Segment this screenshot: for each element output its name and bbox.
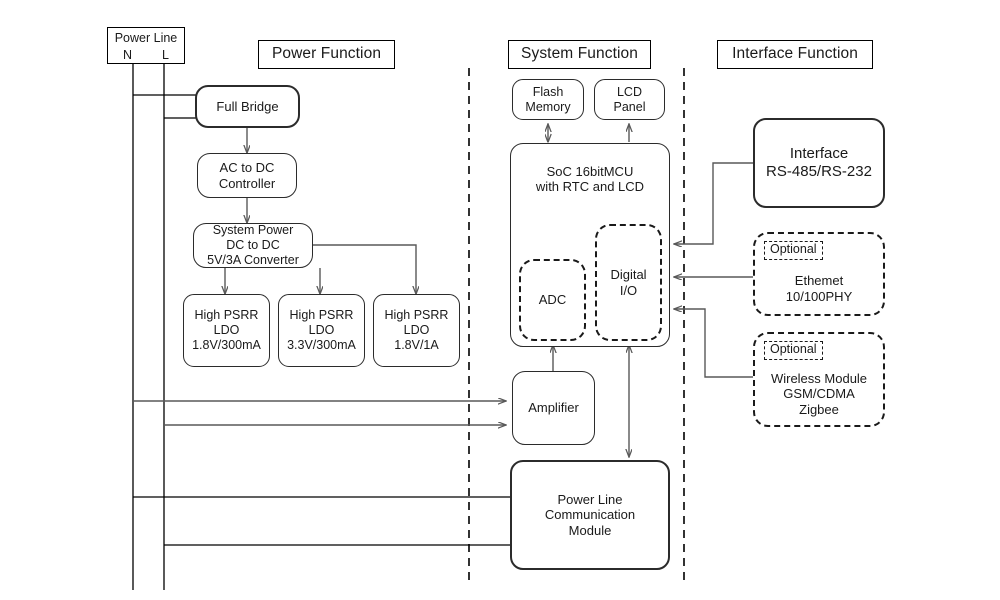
block-digital-io: Digital I/O xyxy=(595,224,662,341)
block-interface-serial-line2: RS-485/RS-232 xyxy=(766,163,872,180)
wireless-optional-tag: Optional xyxy=(764,341,823,360)
section-header-power-function: Power Function xyxy=(258,40,395,69)
block-ldo-3v3-300ma: High PSRR LDO 3.3V/300mA xyxy=(278,294,365,367)
block-interface-ethernet-line1: Ethemet xyxy=(794,273,844,289)
block-interface-wireless-line2: GSM/CDMA xyxy=(783,386,855,402)
section-header-system-function-label: System Function xyxy=(521,45,638,63)
block-ldo-3v3-300ma-line2: LDO xyxy=(308,323,335,338)
block-interface-ethernet: Optional Ethemet 10/100PHY xyxy=(753,232,885,316)
power-line-pin-n: N xyxy=(123,47,133,62)
block-ldo-1v8-300ma-line1: High PSRR xyxy=(194,308,259,323)
block-soc-mcu-line1: SoC 16bitMCU xyxy=(546,164,634,179)
block-flash-memory-line1: Flash xyxy=(532,84,564,99)
block-interface-wireless: Optional Wireless Module GSM/CDMA Zigbee xyxy=(753,332,885,427)
block-full-bridge-label: Full Bridge xyxy=(216,98,279,114)
block-digital-io-line1: Digital xyxy=(610,267,647,283)
block-system-power-converter-line1: System Power xyxy=(212,223,294,238)
block-full-bridge: Full Bridge xyxy=(195,85,300,128)
block-flash-memory-line2: Memory xyxy=(525,99,571,114)
block-plc-line1: Power Line xyxy=(557,492,623,507)
block-adc: ADC xyxy=(519,259,586,341)
section-header-power-function-label: Power Function xyxy=(271,45,382,63)
block-digital-io-line2: I/O xyxy=(619,282,638,298)
block-ldo-1v8-1a: High PSRR LDO 1.8V/1A xyxy=(373,294,460,367)
block-plc-line3: Module xyxy=(568,522,612,538)
block-power-line-communication-module: Power Line Communication Module xyxy=(510,460,670,570)
block-amplifier: Amplifier xyxy=(512,371,595,445)
block-ldo-1v8-300ma-line3: 1.8V/300mA xyxy=(192,337,261,352)
block-ldo-1v8-1a-line3: 1.8V/1A xyxy=(394,337,439,352)
block-ac-to-dc-controller-line2: Controller xyxy=(218,175,276,191)
block-system-power-converter: System Power DC to DC 5V/3A Converter xyxy=(193,223,313,268)
soc-peripheral-arrows xyxy=(548,124,629,142)
block-ldo-3v3-300ma-line1: High PSRR xyxy=(289,308,354,323)
block-ac-to-dc-controller: AC to DC Controller xyxy=(197,153,297,198)
block-interface-ethernet-line2: 10/100PHY xyxy=(785,288,853,304)
block-system-power-converter-line2: DC to DC xyxy=(226,238,280,253)
block-lcd-panel: LCD Panel xyxy=(594,79,665,120)
block-lcd-panel-line2: Panel xyxy=(613,99,646,114)
section-header-interface-function-label: Interface Function xyxy=(732,45,858,63)
power-line-pin-l: L xyxy=(162,47,169,62)
interface-link-lines xyxy=(674,162,753,378)
block-ldo-1v8-300ma-line2: LDO xyxy=(213,323,240,338)
power-line-source-box: Power Line N L xyxy=(107,27,185,64)
block-interface-wireless-line1: Wireless Module xyxy=(770,371,868,387)
section-header-system-function: System Function xyxy=(508,40,651,69)
block-interface-serial-line1: Interface xyxy=(789,145,849,163)
block-amplifier-label: Amplifier xyxy=(528,400,579,416)
block-soc-mcu-line2: with RTC and LCD xyxy=(535,179,645,195)
block-interface-serial: Interface RS-485/RS-232 xyxy=(753,118,885,208)
block-ldo-1v8-300ma: High PSRR LDO 1.8V/300mA xyxy=(183,294,270,367)
block-ldo-3v3-300ma-line3: 3.3V/300mA xyxy=(287,337,356,352)
block-ldo-1v8-1a-line2: LDO xyxy=(403,323,430,338)
block-adc-label: ADC xyxy=(538,292,567,308)
section-header-interface-function: Interface Function xyxy=(717,40,873,69)
block-system-power-converter-line3: 5V/3A Converter xyxy=(207,252,299,267)
block-lcd-panel-line1: LCD xyxy=(616,84,642,99)
block-flash-memory: Flash Memory xyxy=(512,79,584,120)
power-line-title: Power Line xyxy=(114,31,178,45)
block-ac-to-dc-controller-line1: AC to DC xyxy=(219,160,275,176)
block-interface-wireless-line3: Zigbee xyxy=(799,401,839,417)
block-ldo-1v8-1a-line1: High PSRR xyxy=(384,308,449,323)
block-plc-line2: Communication xyxy=(544,507,636,523)
block-soc-mcu: SoC 16bitMCU with RTC and LCD xyxy=(510,143,670,347)
amplifier-input-lines xyxy=(133,401,506,425)
ethernet-optional-tag: Optional xyxy=(764,241,823,260)
